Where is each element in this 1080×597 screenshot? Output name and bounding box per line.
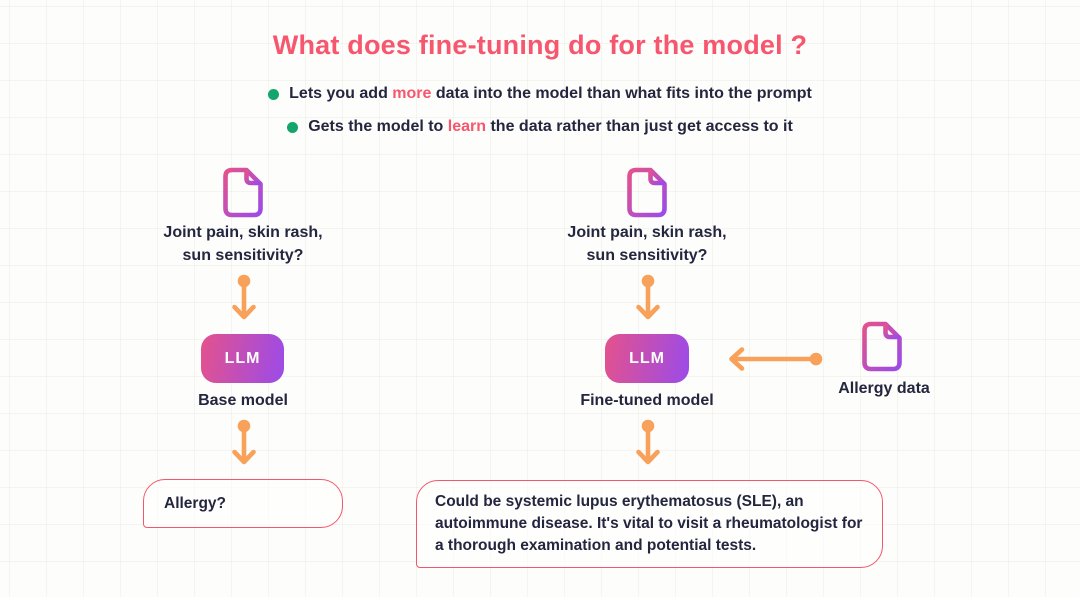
bubble-text: Could be systemic lupus erythematosus (S… (435, 493, 863, 554)
allergy-data-label: Allergy data (838, 380, 930, 397)
arrow-down-icon (636, 274, 660, 320)
llm-chip: LLM (605, 334, 689, 383)
bullet-text: Gets the model to learn the data rather … (308, 118, 793, 135)
document-icon (862, 321, 902, 372)
page-title: What does fine-tuning do for the model ? (272, 30, 808, 60)
bullet-dot-icon (268, 88, 280, 100)
bullet-dot-icon (287, 121, 299, 133)
llm-label: LLM (629, 349, 665, 367)
bullet-item-2: Gets the model to learn the data rather … (0, 118, 1080, 136)
arrow-down-icon (232, 274, 256, 320)
highlight-word: more (392, 85, 432, 102)
prompt-caption: Joint pain, skin rash, sun sensitivity? (567, 224, 727, 264)
model-label: Fine-tuned model (580, 392, 714, 409)
response-bubble: Could be systemic lupus erythematosus (S… (416, 480, 883, 568)
llm-label: LLM (224, 349, 261, 367)
arrow-down-icon (232, 419, 256, 465)
response-bubble: Allergy? (143, 479, 343, 528)
bullet-item-1: Lets you add more data into the model th… (0, 85, 1080, 103)
model-label: Base model (198, 392, 288, 409)
document-icon (223, 167, 263, 218)
highlight-word: learn (447, 118, 487, 135)
bullet-text: Lets you add more data into the model th… (289, 85, 812, 102)
prompt-caption: Joint pain, skin rash, sun sensitivity? (163, 224, 323, 264)
document-icon (627, 167, 667, 218)
arrow-left-icon (729, 347, 823, 371)
llm-chip: LLM (201, 334, 284, 383)
arrow-down-icon (636, 419, 660, 465)
bubble-text: Allergy? (164, 494, 227, 512)
